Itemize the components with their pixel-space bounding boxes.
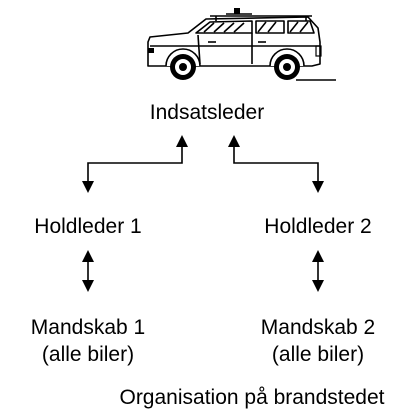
connector-top-to-leader-1 bbox=[82, 135, 188, 193]
node-holdleder-1: Holdleder 1 bbox=[34, 215, 141, 238]
arrowhead-down-icon bbox=[312, 280, 324, 292]
arrowhead-up-icon bbox=[228, 135, 240, 147]
connector-leader-2-to-crew-2 bbox=[312, 250, 324, 292]
diagram-caption: Organisation på brandstedet bbox=[119, 386, 384, 409]
arrowhead-up-icon bbox=[312, 250, 324, 262]
connector-top-to-leader-2 bbox=[228, 135, 324, 193]
arrowhead-up-icon bbox=[176, 135, 188, 147]
node-holdleder-2: Holdleder 2 bbox=[264, 215, 371, 238]
node-mandskab-1: Mandskab 1 bbox=[31, 316, 145, 339]
arrowhead-down-icon bbox=[82, 280, 94, 292]
node-mandskab-1-note: (alle biler) bbox=[42, 343, 134, 366]
node-mandskab-2: Mandskab 2 bbox=[261, 316, 375, 339]
arrowhead-down-icon bbox=[312, 181, 324, 193]
command-car-icon bbox=[147, 8, 336, 81]
node-indsatsleder: Indsatsleder bbox=[150, 101, 264, 124]
arrowhead-down-icon bbox=[82, 181, 94, 193]
arrowhead-up-icon bbox=[82, 250, 94, 262]
node-mandskab-2-note: (alle biler) bbox=[272, 343, 364, 366]
connector-leader-1-to-crew-1 bbox=[82, 250, 94, 292]
